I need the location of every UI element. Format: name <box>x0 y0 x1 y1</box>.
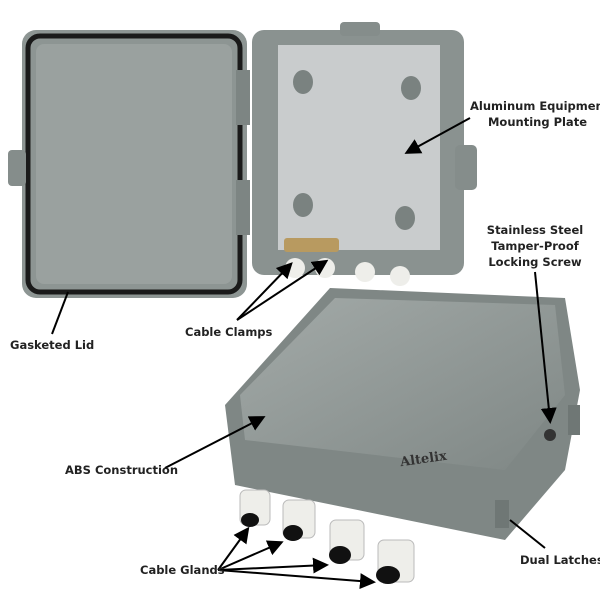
callout-mounting-plate: Aluminum Equipment Mounting Plate <box>470 98 600 130</box>
callout-text: Locking Screw <box>488 255 582 269</box>
locking-screw <box>544 429 556 441</box>
closed-enclosure <box>225 288 580 540</box>
callout-cable-glands: Cable Glands <box>140 563 225 577</box>
callout-text: Stainless Steel <box>486 223 584 237</box>
callout-text: Tamper-Proof <box>491 239 579 253</box>
callout-text: Mounting Plate <box>487 115 587 129</box>
cable-clamps <box>284 238 339 252</box>
cable-glands <box>239 489 415 584</box>
gasket <box>25 33 243 295</box>
callout-abs-construction: ABS Construction <box>65 463 179 477</box>
open-base <box>252 22 477 286</box>
callout-text: Aluminum Equipment <box>470 99 600 113</box>
callout-dual-latches: Dual Latches <box>520 553 600 567</box>
open-lid <box>8 30 250 298</box>
callout-locking-screw: Stainless Steel Tamper-Proof Locking Scr… <box>480 222 590 270</box>
callout-gasketed-lid: Gasketed Lid <box>10 338 95 352</box>
callout-cable-clamps: Cable Clamps <box>185 325 273 339</box>
callout-lines <box>51 117 557 590</box>
